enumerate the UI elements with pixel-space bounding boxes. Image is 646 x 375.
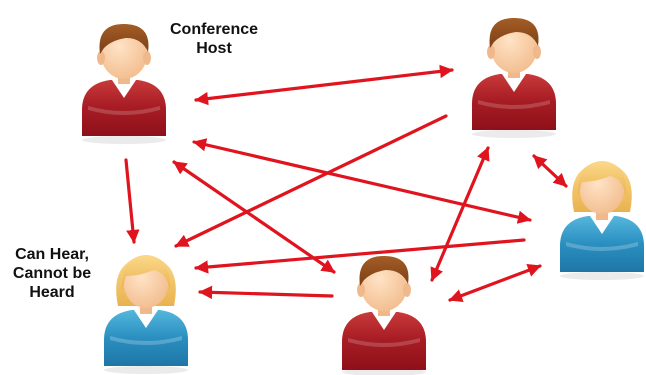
person-bottom-center <box>342 256 426 375</box>
listener-label-line-3: Heard <box>29 284 75 301</box>
arrow-topright-bottomcenter <box>430 146 490 282</box>
arrow-right-listener <box>194 238 526 274</box>
host-collar <box>112 80 136 98</box>
arrow-bottomcenter-right <box>448 263 542 303</box>
arrow-host-listener <box>124 158 140 244</box>
host-label-line-2: Host <box>196 40 232 57</box>
host-hair <box>99 24 149 54</box>
listener-label-line-1: Can Hear, <box>15 246 89 263</box>
person-right <box>560 161 644 280</box>
person-conference-host <box>82 24 166 144</box>
listener-label-line-2: Cannot be <box>12 265 92 282</box>
arrow-host-right <box>192 138 532 224</box>
arrow-topright-listener <box>174 114 448 248</box>
arrow-topright-right <box>532 154 568 188</box>
arrow-host-topright <box>194 64 454 106</box>
arrow-bottomcenter-listener <box>198 285 334 300</box>
listener-label: Can Hear, Cannot be Heard <box>2 245 102 302</box>
conference-host-label: Conference Host <box>156 20 272 58</box>
person-listener <box>104 255 188 374</box>
arrows <box>124 64 568 303</box>
host-label-line-1: Conference <box>169 21 259 38</box>
person-top-right <box>472 18 556 138</box>
arrow-host-bottomcenter <box>172 160 336 274</box>
host-shirt <box>82 80 166 136</box>
